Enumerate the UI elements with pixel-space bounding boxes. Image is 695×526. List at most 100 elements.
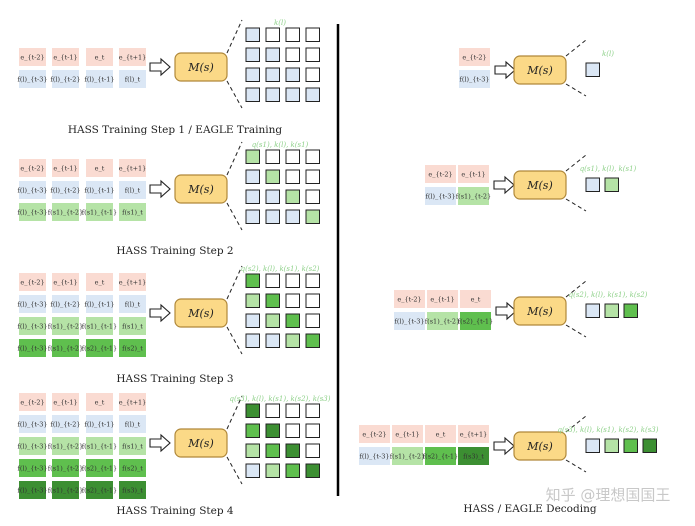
step4-model-box bbox=[174, 428, 228, 458]
step3-token-1-0-bg bbox=[19, 295, 46, 313]
step3-grid-cell-2-0 bbox=[245, 313, 260, 328]
step4-grid-cell-0-1 bbox=[265, 403, 280, 418]
step3-grid-cell-0-1 bbox=[265, 273, 280, 288]
step3-token-3-2-label: f(s2)_{t-1} bbox=[82, 344, 117, 352]
decode-4-arrow bbox=[493, 436, 515, 456]
decode-2-f-1-label: f(s1)_{t-2} bbox=[456, 192, 491, 200]
step3-token-3-1-bg bbox=[52, 339, 79, 357]
step1-grid-cell-0-2 bbox=[285, 27, 300, 42]
decode-1-key-0 bbox=[585, 62, 600, 77]
decode-4-e-2: e_t bbox=[425, 425, 456, 443]
step2-token-2-2-bg bbox=[86, 203, 113, 221]
decode-2-e-0-bg bbox=[425, 165, 456, 183]
step4-grid-cell-2-1 bbox=[265, 443, 280, 458]
decode-3-key-1 bbox=[604, 303, 619, 318]
decode-2-arrow bbox=[493, 175, 515, 195]
step2-dash-top bbox=[226, 141, 243, 176]
step4-token-2-3: f(s1)_t bbox=[119, 437, 146, 455]
step3-grid-cell-1-0 bbox=[245, 293, 260, 308]
step4-note: q(s3), k(l), k(s1), k(s2), k(s3) bbox=[230, 395, 331, 403]
decoding-step-3: e_{t-2}e_{t-1}e_tf(l)_{t-3}f(s1)_{t-2}f(… bbox=[394, 280, 648, 338]
caption-step3: HASS Training Step 3 bbox=[116, 373, 233, 385]
step3-token-0-3: e_{t+1} bbox=[119, 273, 146, 291]
step1-grid-cell-2-0 bbox=[245, 67, 260, 82]
step2-grid-cell-2-1 bbox=[265, 189, 280, 204]
decode-4-f-3: f(s3)_t bbox=[458, 447, 489, 465]
decode-4-model-label: M(s) bbox=[526, 440, 553, 453]
decode-4-f-1-bg bbox=[392, 447, 423, 465]
step1-dash-bottom bbox=[226, 80, 243, 109]
step2-token-2-1-label: f(s1)_{t-2} bbox=[48, 208, 83, 216]
step2-token-1-2-bg bbox=[86, 181, 113, 199]
step2-token-2-2: f(s1)_{t-1} bbox=[82, 203, 117, 221]
step3-token-0-2-label: e_t bbox=[95, 278, 105, 286]
decode-4-e-0-bg bbox=[359, 425, 390, 443]
decode-3-f-2-label: f(s2)_{t-1} bbox=[458, 317, 493, 325]
step3-grid-cell-2-3 bbox=[305, 313, 320, 328]
step1-dash-top bbox=[226, 19, 243, 54]
step2-grid-cell-3-3 bbox=[305, 209, 320, 224]
step2-token-0-0-bg bbox=[19, 159, 46, 177]
step2-token-2-1-bg bbox=[52, 203, 79, 221]
step3-token-2-3-bg bbox=[119, 317, 146, 335]
step1-grid-cell-0-3 bbox=[305, 27, 320, 42]
step1-grid-cell-2-3 bbox=[305, 67, 320, 82]
step4-token-4-3: f(s3)_t bbox=[119, 481, 146, 499]
step3-token-3-0-bg bbox=[19, 339, 46, 357]
decode-1-f-0: f(l)_{t-3} bbox=[459, 70, 490, 88]
step2-token-2-3-label: f(s1)_t bbox=[122, 208, 143, 216]
step2-note: q(s1), k(l), k(s1) bbox=[252, 141, 309, 149]
step3-token-0-1-label: e_{t-1} bbox=[53, 278, 77, 286]
step2-token-1-1-bg bbox=[52, 181, 79, 199]
step2-grid-cell-1-2 bbox=[285, 169, 300, 184]
step2-grid-cell-3-0 bbox=[245, 209, 260, 224]
step2-token-1-0: f(l)_{t-3} bbox=[17, 181, 48, 199]
step1-token-1-3: f(l)_t bbox=[119, 70, 146, 88]
step4-token-1-2-label: f(l)_{t-1} bbox=[84, 420, 114, 428]
step4-token-0-0: e_{t-2} bbox=[19, 393, 46, 411]
step1-token-1-1-label: f(l)_{t-2} bbox=[50, 75, 80, 83]
step3-grid-cell-0-3 bbox=[305, 273, 320, 288]
step2-token-1-1-label: f(l)_{t-2} bbox=[50, 186, 80, 194]
step4-token-2-3-bg bbox=[119, 437, 146, 455]
step3-token-0-2-bg bbox=[86, 273, 113, 291]
step1-token-1-2: f(l)_{t-1} bbox=[84, 70, 115, 88]
step3-token-0-1-bg bbox=[52, 273, 79, 291]
step1-token-1-1-bg bbox=[52, 70, 79, 88]
step2-dash-bottom bbox=[226, 202, 243, 231]
decode-4-f-3-label: f(s3)_t bbox=[463, 452, 484, 460]
step3-grid-cell-3-3 bbox=[305, 333, 320, 348]
decode-4-e-1: e_{t-1} bbox=[392, 425, 423, 443]
step3-token-1-1: f(l)_{t-2} bbox=[50, 295, 81, 313]
decode-2-dash-bottom bbox=[565, 198, 587, 212]
step3-token-2-1: f(s1)_{t-2} bbox=[48, 317, 83, 335]
decode-3-f-0-bg bbox=[394, 312, 425, 330]
step4-token-4-3-bg bbox=[119, 481, 146, 499]
step4-token-4-0: f(l)_{t-3} bbox=[17, 481, 48, 499]
decode-3-model-label: M(s) bbox=[526, 305, 553, 318]
step3-token-3-0-label: f(l)_{t-3} bbox=[17, 344, 47, 352]
step1-token-1-1: f(l)_{t-2} bbox=[50, 70, 81, 88]
decode-4-f-0-label: f(l)_{t-3} bbox=[359, 452, 389, 460]
step4-token-4-0-bg bbox=[19, 481, 46, 499]
decode-3-f-1: f(s1)_{t-2} bbox=[425, 312, 460, 330]
step2-grid-cell-2-0 bbox=[245, 189, 260, 204]
step3-model-label: M(s) bbox=[187, 307, 214, 320]
step4-token-2-1: f(s1)_{t-2} bbox=[48, 437, 83, 455]
step3-token-2-1-label: f(s1)_{t-2} bbox=[48, 322, 83, 330]
decode-2-f-0-bg bbox=[425, 187, 456, 205]
step1-grid-cell-0-1 bbox=[265, 27, 280, 42]
decode-1-note: k(l) bbox=[602, 50, 614, 58]
step1-token-1-0-label: f(l)_{t-3} bbox=[17, 75, 47, 83]
step2-token-2-1: f(s1)_{t-2} bbox=[48, 203, 83, 221]
step1-grid-cell-2-2 bbox=[285, 67, 300, 82]
step3-grid-cell-2-1 bbox=[265, 313, 280, 328]
step3-token-1-0: f(l)_{t-3} bbox=[17, 295, 48, 313]
step3-token-3-0: f(l)_{t-3} bbox=[17, 339, 48, 357]
decode-2-e-0: e_{t-2} bbox=[425, 165, 456, 183]
step1-grid-cell-0-0 bbox=[245, 27, 260, 42]
step1-grid-cell-1-3 bbox=[305, 47, 320, 62]
step2-model-box bbox=[174, 174, 228, 204]
